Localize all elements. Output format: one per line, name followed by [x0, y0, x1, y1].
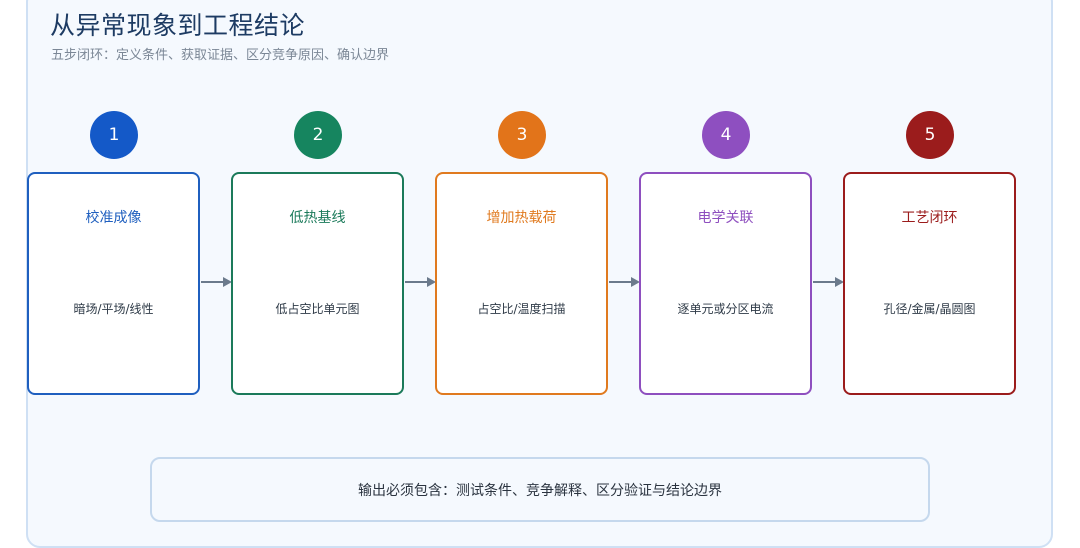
arrow-right-icon — [813, 277, 844, 287]
step-2-number-badge: 2 — [294, 111, 342, 159]
arrow-right-icon — [405, 277, 436, 287]
step-1-number-badge: 1 — [90, 111, 138, 159]
step-4-card: 电学关联 逐单元或分区电流 — [639, 172, 812, 395]
step-3-description: 占空比/温度扫描 — [477, 302, 566, 316]
step-5-title: 工艺闭环 — [901, 210, 958, 226]
output-requirements-box: 输出必须包含：测试条件、竞争解释、区分验证与结论边界 — [150, 457, 930, 522]
step-2-number: 2 — [312, 125, 324, 145]
step-3-number: 3 — [516, 125, 528, 145]
step-1-number: 1 — [108, 125, 120, 145]
step-3-number-badge: 3 — [498, 111, 546, 159]
step-2-description: 低占空比单元图 — [275, 302, 360, 316]
arrow-right-icon — [609, 277, 640, 287]
step-5-number: 5 — [924, 125, 936, 145]
step-5-description: 孔径/金属/晶圆图 — [883, 302, 976, 316]
step-4-description: 逐单元或分区电流 — [677, 302, 774, 316]
step-1-title: 校准成像 — [85, 210, 142, 226]
arrow-right-icon — [201, 277, 232, 287]
step-3-card: 增加热载荷 占空比/温度扫描 — [435, 172, 608, 395]
output-requirements-text: 输出必须包含：测试条件、竞争解释、区分验证与结论边界 — [358, 482, 722, 499]
step-5-number-badge: 5 — [906, 111, 954, 159]
step-4-title: 电学关联 — [697, 210, 754, 226]
step-2-title: 低热基线 — [289, 210, 346, 226]
step-3-title: 增加热载荷 — [486, 210, 557, 226]
step-2-card: 低热基线 低占空比单元图 — [231, 172, 404, 395]
step-5-card: 工艺闭环 孔径/金属/晶圆图 — [843, 172, 1016, 395]
step-4-number-badge: 4 — [702, 111, 750, 159]
step-1-card: 校准成像 暗场/平场/线性 — [27, 172, 200, 395]
page-subtitle: 五步闭环：定义条件、获取证据、区分竞争原因、确认边界 — [51, 48, 390, 63]
step-1-description: 暗场/平场/线性 — [73, 302, 154, 316]
page-title: 从异常现象到工程结论 — [50, 11, 306, 40]
step-4-number: 4 — [720, 125, 732, 145]
